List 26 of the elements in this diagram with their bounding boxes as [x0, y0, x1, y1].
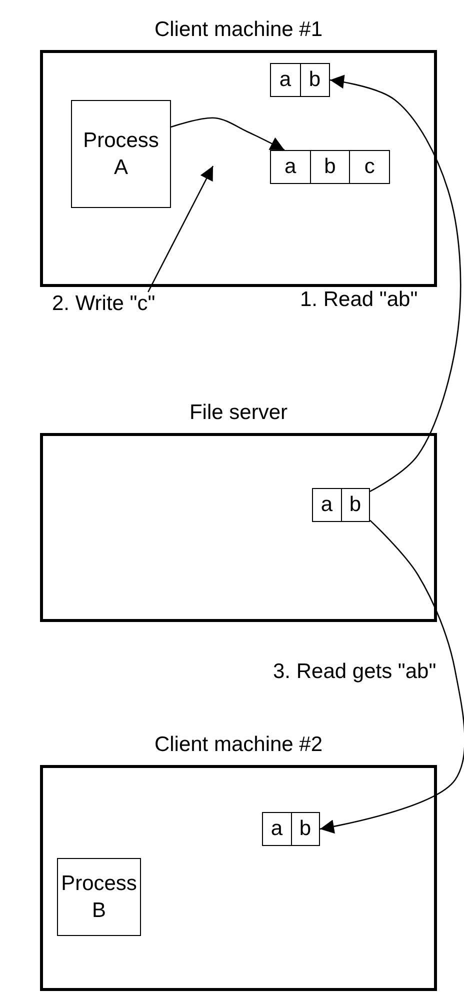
file-block — [312, 488, 370, 522]
process-box — [71, 100, 171, 208]
arrow — [170, 117, 285, 151]
block-letter: a — [283, 154, 298, 180]
machine-title: Client machine #1 — [153, 17, 324, 43]
block-letter: b — [300, 64, 329, 96]
arrow — [320, 520, 464, 834]
step-label: 2. Write "c" — [52, 292, 207, 320]
file-block — [270, 63, 330, 97]
block-letter: b — [310, 151, 350, 183]
block-letter: c — [349, 151, 390, 183]
block-letter: a — [270, 816, 284, 842]
machine-title: Client machine #2 — [153, 732, 324, 758]
process-label: Process B — [60, 870, 138, 924]
file-block — [270, 150, 390, 184]
machine-title: File server — [188, 400, 289, 426]
block-letter: a — [278, 67, 292, 93]
block-letter: a — [320, 492, 334, 518]
process-box — [57, 858, 141, 936]
file-block — [262, 812, 320, 846]
block-letter: b — [290, 813, 319, 845]
arrow — [148, 166, 214, 292]
edge-label: 3. Read gets "ab" — [271, 660, 438, 684]
arrow — [330, 74, 462, 492]
process-label: Process A — [82, 128, 160, 181]
block-letter: b — [340, 489, 369, 521]
